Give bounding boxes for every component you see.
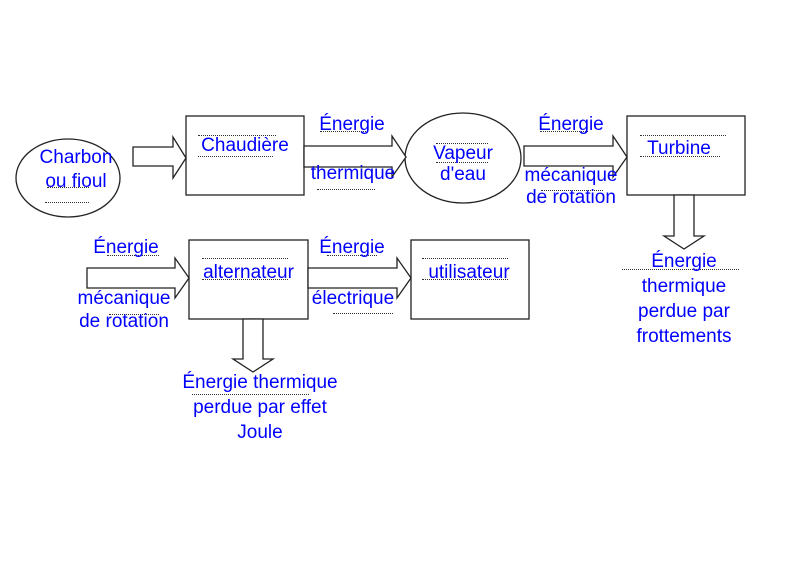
dotted-line — [47, 187, 89, 188]
charbon-line2: ou fioul — [45, 171, 107, 192]
loss-turbine-line3: perdue par — [638, 301, 730, 322]
node-chaudiere-label: Chaudière — [201, 135, 289, 156]
dotted-line — [317, 189, 375, 190]
flow-mecanique-left-line2: de rotation — [79, 311, 169, 332]
dotted-line — [202, 258, 288, 259]
flow-thermique-top: Énergie — [319, 114, 385, 135]
dotted-line — [198, 135, 276, 136]
dotted-line — [422, 279, 508, 280]
dotted-line — [541, 190, 603, 191]
node-vapeur-label: Vapeur d'eau — [405, 142, 521, 187]
node-alternateur-label: alternateur — [203, 262, 294, 283]
charbon-line1: Charbon — [39, 147, 113, 168]
flow-mecanique-left-bottom: mécanique de rotation — [62, 287, 186, 334]
node-turbine-box — [626, 115, 746, 196]
arrow-chaudiere-vapeur — [303, 133, 407, 180]
flow-mecanique-top-line2: de rotation — [526, 187, 616, 208]
node-charbon-ellipse — [15, 138, 121, 218]
flow-electrique-bottom: électrique — [311, 288, 395, 309]
dotted-line — [422, 258, 508, 259]
dotted-line — [640, 135, 726, 136]
flow-mecanique-left-line1: mécanique — [77, 288, 171, 309]
flow-mecanique-top-label: Énergie — [538, 114, 604, 135]
dotted-line — [436, 162, 488, 163]
flow-electrique-top: Énergie — [319, 237, 385, 258]
vapeur-line1: Vapeur — [433, 143, 493, 164]
dotted-line — [327, 255, 377, 256]
loss-turbine-line2: thermique — [641, 276, 727, 297]
loss-turbine-label: Énergie thermique perdue par frottements — [614, 250, 754, 349]
node-charbon-label: Charbon ou fioul — [16, 146, 136, 194]
arrow-to-alternateur — [86, 255, 190, 301]
vapeur-line2: d'eau — [440, 164, 486, 185]
node-turbine-label: Turbine — [647, 138, 711, 159]
arrow-alternateur-utilisateur — [307, 255, 412, 301]
dotted-line — [320, 131, 368, 132]
dotted-line — [622, 269, 739, 270]
flow-mecanique-left-label: Énergie — [93, 237, 159, 258]
dotted-line — [540, 131, 588, 132]
dotted-line — [198, 156, 273, 157]
flow-thermique-bottom: thermique — [310, 163, 396, 184]
arrow-charbon-chaudiere — [132, 134, 187, 181]
loss-turbine-line4: frottements — [636, 326, 732, 347]
dotted-line — [333, 313, 393, 314]
loss-alternateur-line3: Joule — [237, 422, 283, 443]
dotted-line — [640, 156, 720, 157]
loss-alternateur-line1: Énergie thermique — [182, 372, 338, 393]
arrow-vapeur-turbine — [523, 133, 628, 180]
flow-mecanique-top-line1: mécanique — [524, 165, 618, 186]
arrow-alternateur-loss — [230, 318, 276, 373]
loss-alternateur-line2: perdue par effet — [193, 397, 327, 418]
dotted-line — [202, 279, 288, 280]
node-utilisateur-label: utilisateur — [428, 262, 510, 283]
loss-turbine-line1: Énergie — [651, 251, 717, 272]
dotted-line — [45, 202, 89, 203]
dotted-line — [107, 255, 159, 256]
loss-alternateur-label: Énergie thermique perdue par effet Joule — [160, 371, 360, 445]
arrow-turbine-loss — [661, 194, 707, 250]
flow-mecanique-top-bottom: mécanique de rotation — [510, 164, 632, 210]
node-chaudiere-box — [185, 115, 305, 196]
dotted-line — [436, 143, 488, 144]
dotted-line — [109, 314, 159, 315]
dotted-line — [192, 394, 309, 395]
